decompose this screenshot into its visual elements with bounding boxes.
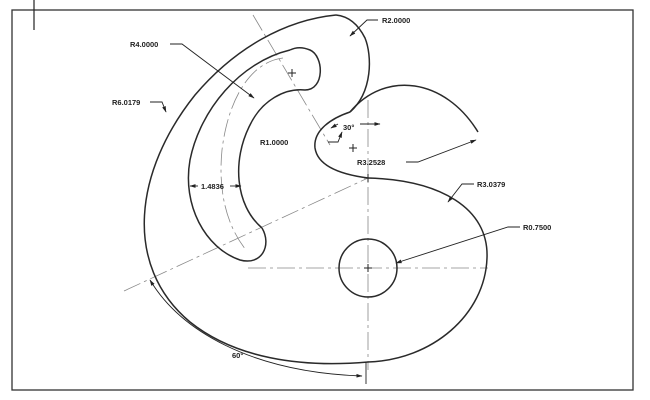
label-r3252: R3.2528: [357, 158, 385, 167]
label-width: 1.4836: [201, 182, 224, 191]
inner-band-arc: [187, 49, 291, 262]
label-r3037: R3.0379: [477, 180, 505, 189]
right-arc: [349, 84, 479, 133]
center-lines: [123, 14, 488, 370]
label-30deg: 30°: [343, 123, 354, 132]
drawing-border: [11, 9, 634, 391]
label-r2: R2.0000: [382, 16, 410, 25]
dimension-leaders: [149, 19, 520, 384]
dimension-labels: R2.0000 R4.0000 R6.0179 R1.0000 30° R3.2…: [112, 16, 551, 360]
center-marks: [288, 69, 372, 272]
top-cap-arc: [335, 14, 371, 113]
label-r075: R0.7500: [523, 223, 551, 232]
part-outline: [143, 14, 488, 365]
outer-arc: [143, 14, 369, 365]
hole: [338, 238, 398, 298]
lower-right-arc: [367, 177, 488, 363]
label-r1: R1.0000: [260, 138, 288, 147]
label-r4: R4.0000: [130, 40, 158, 49]
label-60deg: 60°: [232, 351, 243, 360]
notch-arc: [314, 111, 369, 179]
inner-band-cap: [238, 47, 322, 229]
label-r6: R6.0179: [112, 98, 140, 107]
